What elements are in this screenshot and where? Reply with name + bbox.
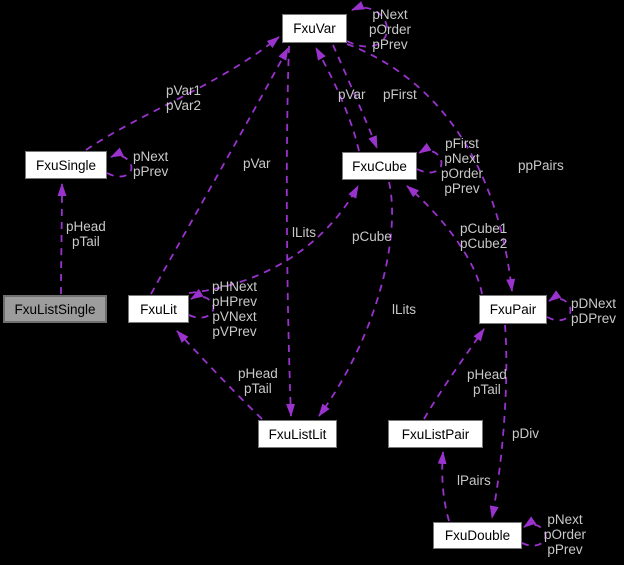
edge-label-pppairs: ppPairs <box>518 158 564 173</box>
node-fxudouble[interactable]: FxuDouble <box>433 522 522 549</box>
node-fxulistsingle: FxuListSingle <box>3 295 107 323</box>
edge-fxusingle-self <box>106 147 133 178</box>
edge-label-cube-llits: lLits <box>392 302 417 317</box>
edge-fxulistsingle-to-fxusingle <box>57 183 67 295</box>
edge-fxupair-to-fxucube <box>406 185 483 295</box>
edge-fxulit-to-fxucube <box>188 185 359 294</box>
edge-fxudouble-to-fxulistpair <box>437 451 450 522</box>
edge-label-pdiv: pDiv <box>512 426 540 441</box>
edge-fxudouble-self <box>521 516 547 547</box>
edge-fxusingle-to-fxuvar <box>85 36 280 151</box>
edge-label-cube-pvar: pVar <box>338 87 366 102</box>
edge-fxupair-self <box>546 290 572 322</box>
node-fxuvar[interactable]: FxuVar <box>282 14 347 43</box>
edge-fxulit-self <box>188 288 215 319</box>
edge-fxulistpair-to-fxupair <box>423 328 485 420</box>
node-fxucube[interactable]: FxuCube <box>342 152 417 180</box>
edge-fxucube-to-fxuvar <box>315 47 360 152</box>
node-fxusingle[interactable]: FxuSingle <box>25 151 107 179</box>
node-fxupair[interactable]: FxuPair <box>479 295 547 324</box>
edge-fxuvar-to-fxulistlit <box>285 45 296 417</box>
edge-label-var-pfirst: pFirst <box>383 87 417 102</box>
edge-fxupair-to-fxudouble <box>489 324 508 519</box>
edge-fxucube-self <box>416 142 443 174</box>
node-fxulistpair[interactable]: FxuListPair <box>388 420 483 448</box>
edge-fxucube-to-fxulistlit <box>318 181 393 417</box>
node-fxulit[interactable]: FxuLit <box>128 295 189 323</box>
edge-fxuvar-to-fxupair <box>346 43 516 292</box>
edge-fxuvar-to-fxucube <box>332 44 378 149</box>
edge-fxulistlit-to-fxulit <box>176 330 263 420</box>
edge-label-var-llits: lLits <box>292 225 317 240</box>
edge-fxuvar-self <box>346 1 388 48</box>
edge-label-lit-pvar: pVar <box>243 156 271 171</box>
node-fxulistlit[interactable]: FxuListLit <box>258 420 337 448</box>
edge-label-lpairs: lPairs <box>457 473 491 488</box>
edge-label-pcube: pCube <box>352 229 392 244</box>
